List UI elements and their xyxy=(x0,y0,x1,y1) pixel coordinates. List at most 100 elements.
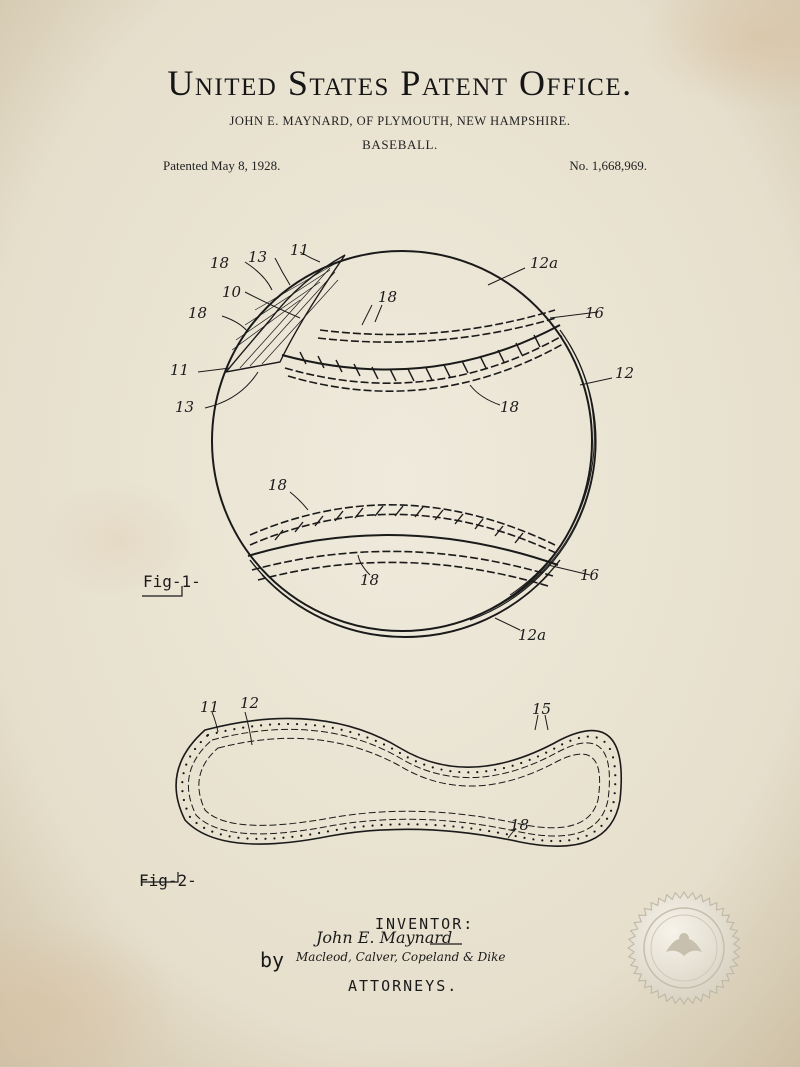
stitch-hole xyxy=(576,837,580,840)
stitch-hole xyxy=(219,833,222,836)
stitch-hole xyxy=(199,740,202,744)
stitch-hole xyxy=(193,747,197,751)
fig1-callout-3: 10 xyxy=(222,283,242,301)
stitch-hole xyxy=(452,825,455,828)
fig1-callout-11: 18 xyxy=(500,398,519,416)
stitch-hole xyxy=(277,723,281,726)
stitch-hole xyxy=(545,751,548,754)
stitch-hole xyxy=(382,743,386,746)
stitch-hole xyxy=(188,815,192,818)
fig1-callout-13: 18 xyxy=(360,571,379,589)
stitch-hole xyxy=(528,758,531,761)
stitch-hole xyxy=(425,823,428,826)
stitch-hole xyxy=(182,772,185,775)
stitch-hole xyxy=(344,827,347,830)
eagle-seal-icon xyxy=(627,891,741,1005)
stitch-hole xyxy=(389,823,392,826)
stitch-hole xyxy=(304,723,308,726)
stitch-hole xyxy=(461,826,464,829)
stitch-hole xyxy=(593,830,596,833)
stitch-hole xyxy=(300,834,303,837)
stitch-hole xyxy=(559,839,562,843)
stitch-hole xyxy=(398,751,402,755)
fig1-callout-2: 11 xyxy=(290,241,309,259)
stitch-hole xyxy=(211,830,214,833)
inventor-signature: John E. Maynard xyxy=(316,928,453,947)
fig1-callout-9: 16 xyxy=(585,304,605,322)
stitch-hole xyxy=(505,833,508,836)
stitch-hole xyxy=(611,756,615,759)
stitch-hole xyxy=(434,823,437,827)
stitch-hole xyxy=(536,755,540,758)
inventor-heading: INVENTOR: xyxy=(375,915,475,933)
fig1-callout-14: 16 xyxy=(580,566,600,584)
attorneys-heading: ATTORNEYS. xyxy=(348,977,459,995)
stitch-hole xyxy=(380,823,383,827)
fig1-callout-15: 12a xyxy=(518,626,546,644)
fig1-callout-4: 18 xyxy=(188,304,207,322)
stitch-hole xyxy=(353,826,356,829)
stitch-hole xyxy=(406,756,409,759)
stitch-hole xyxy=(600,824,603,827)
stitch-hole xyxy=(185,807,188,810)
figure-1-label: Fig-1- xyxy=(143,572,201,591)
fig2-callout-2: 15 xyxy=(532,700,551,718)
stitch-hole xyxy=(181,790,184,793)
stitch-hole xyxy=(502,766,506,770)
stitch-hole xyxy=(532,838,535,841)
stitch-hole xyxy=(431,766,434,769)
stitch-hole xyxy=(182,798,186,802)
stitch-hole xyxy=(485,770,488,773)
stitch-hole xyxy=(511,764,514,767)
stitch-hole xyxy=(251,725,254,728)
stitch-hole xyxy=(203,826,206,829)
stitch-hole xyxy=(255,837,258,840)
stitch-hole xyxy=(371,824,374,827)
fig1-callout-8: 12a xyxy=(530,254,558,272)
stitch-hole xyxy=(259,724,263,727)
stitch-hole xyxy=(586,735,589,738)
stitch-hole xyxy=(541,839,544,842)
stitch-hole xyxy=(523,836,526,839)
stitch-hole xyxy=(577,736,581,740)
fig1-callout-10: 12 xyxy=(615,364,634,382)
stitch-hole xyxy=(331,726,334,730)
stitch-hole xyxy=(185,763,188,766)
stitch-hole xyxy=(390,747,394,750)
stitch-hole xyxy=(357,733,361,736)
fig2-callout-1: 12 xyxy=(240,694,259,712)
fig1-callout-1: 13 xyxy=(248,248,267,266)
stitch-hole xyxy=(273,837,276,840)
stitch-hole xyxy=(423,763,426,766)
stitch-hole xyxy=(374,739,377,742)
stitch-hole xyxy=(335,828,338,831)
stitch-hole xyxy=(291,835,294,838)
stitch-hole xyxy=(614,783,617,786)
stitch-hole xyxy=(479,828,482,831)
fig1-callout-12: 18 xyxy=(268,476,287,494)
stitch-hole xyxy=(224,729,227,732)
fig1-callout-0: 18 xyxy=(210,254,229,272)
stitch-hole xyxy=(569,739,572,742)
stitch-hole xyxy=(398,823,401,826)
stitch-hole xyxy=(550,839,553,843)
stitch-hole xyxy=(309,833,312,836)
stitch-hole xyxy=(237,836,240,839)
stitch-hole xyxy=(195,821,198,825)
stitch-hole xyxy=(458,770,461,774)
stitch-hole xyxy=(228,835,231,838)
stitch-hole xyxy=(449,770,452,773)
patent-date: Patented May 8, 1928. xyxy=(163,158,281,173)
stitch-hole xyxy=(613,765,616,768)
stitch-hole xyxy=(326,830,330,833)
stitch-hole xyxy=(496,831,500,834)
stitch-hole xyxy=(242,726,245,729)
stitch-hole xyxy=(494,768,497,772)
stitch-hole xyxy=(613,792,616,795)
stitch-hole xyxy=(568,839,571,842)
stitch-hole xyxy=(322,725,326,728)
fig2-callout-0: 11 xyxy=(200,698,219,716)
stitch-hole xyxy=(605,817,609,820)
